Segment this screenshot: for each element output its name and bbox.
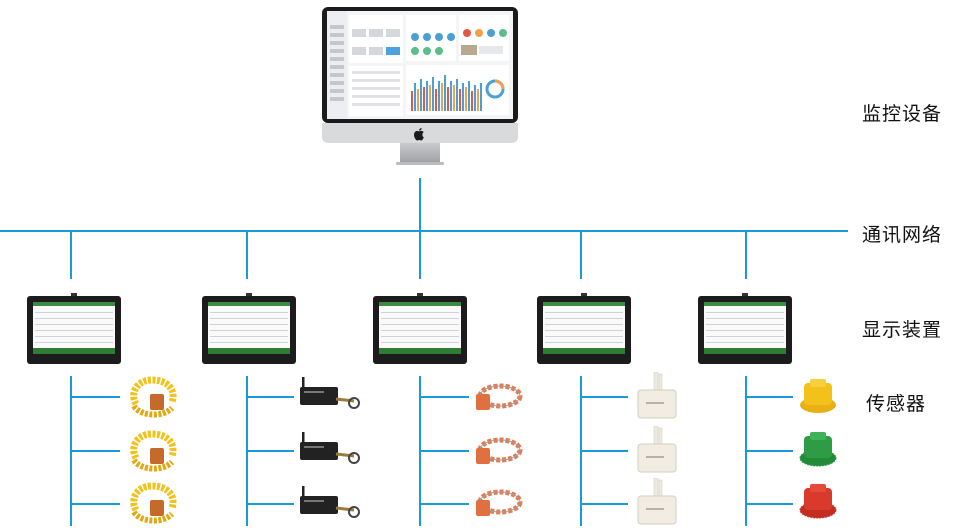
apple-logo-icon	[413, 126, 426, 145]
yellow-clip-sensor-icon	[800, 379, 836, 413]
cable-tie-sensor-icon	[130, 430, 177, 472]
drop-line-2	[246, 231, 248, 279]
display-panel-5	[698, 293, 792, 364]
wireless-module-icon	[300, 432, 360, 464]
enclosure-sensor-icon	[637, 372, 677, 419]
wireless-module-icon	[300, 486, 360, 518]
drop-line-1	[70, 231, 72, 279]
drop-line-3	[419, 231, 421, 279]
wireless-module-icon	[300, 377, 360, 409]
label-display-unit: 显示装置	[862, 319, 943, 341]
green-clip-sensor-icon	[799, 432, 837, 467]
display-panel-2	[202, 293, 296, 364]
drop-line-4	[580, 231, 582, 279]
cable-tie-sensor-icon	[130, 376, 177, 418]
ring-sensor-icon	[476, 437, 523, 464]
ring-sensor-icon	[476, 489, 523, 516]
label-monitor-device: 监控设备	[862, 103, 943, 125]
display-panel-4	[537, 293, 631, 364]
network-bus-line	[0, 230, 848, 232]
red-clip-sensor-icon	[799, 484, 837, 519]
enclosure-sensor-icon	[637, 478, 677, 525]
label-network: 通讯网络	[862, 224, 943, 246]
enclosure-sensor-icon	[637, 426, 677, 473]
ring-sensor-icon	[476, 383, 523, 410]
monitor-screen	[327, 11, 513, 119]
drop-line-5	[745, 231, 747, 279]
cable-tie-sensor-icon	[130, 482, 177, 524]
display-panel-3	[373, 293, 467, 364]
display-panel-1	[27, 293, 121, 364]
label-sensor: 传感器	[866, 393, 927, 415]
monitor-uplink-line	[419, 178, 421, 231]
